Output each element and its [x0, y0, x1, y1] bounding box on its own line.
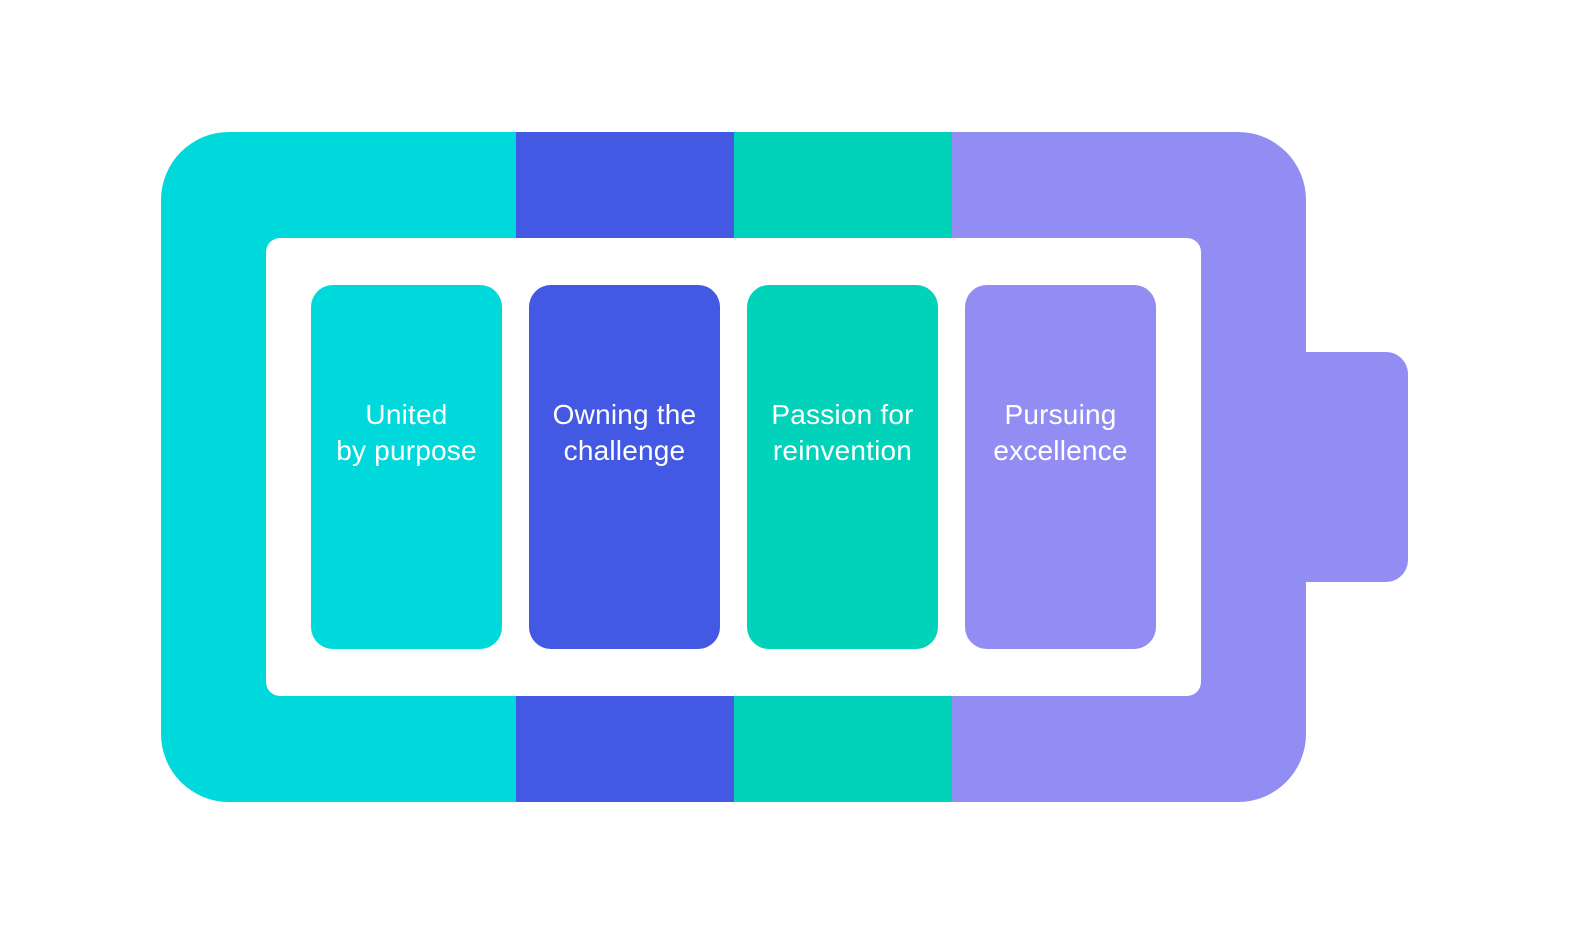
- value-cell-passion-for-reinvention: Passion for reinvention: [747, 285, 938, 649]
- value-cell-pursuing-excellence: Pursuing excellence: [965, 285, 1156, 649]
- value-label-line-1: Owning the: [552, 399, 697, 430]
- value-label-line-2: challenge: [563, 435, 686, 466]
- value-label: Owning the challenge: [553, 397, 697, 469]
- value-label: Passion for reinvention: [771, 397, 913, 469]
- value-label: Pursuing excellence: [993, 397, 1127, 469]
- value-label-line-1: Pursuing: [1004, 399, 1117, 430]
- value-cell-united-by-purpose: United by purpose: [311, 285, 502, 649]
- value-label-line-2: by purpose: [336, 435, 477, 466]
- value-label-line-1: United: [365, 399, 448, 430]
- value-label: United by purpose: [336, 397, 477, 469]
- value-label-line-2: reinvention: [772, 435, 913, 466]
- battery-terminal: [1290, 352, 1408, 582]
- value-cell-owning-the-challenge: Owning the challenge: [529, 285, 720, 649]
- value-label-line-1: Passion for: [771, 399, 914, 430]
- value-label-line-2: excellence: [993, 435, 1128, 466]
